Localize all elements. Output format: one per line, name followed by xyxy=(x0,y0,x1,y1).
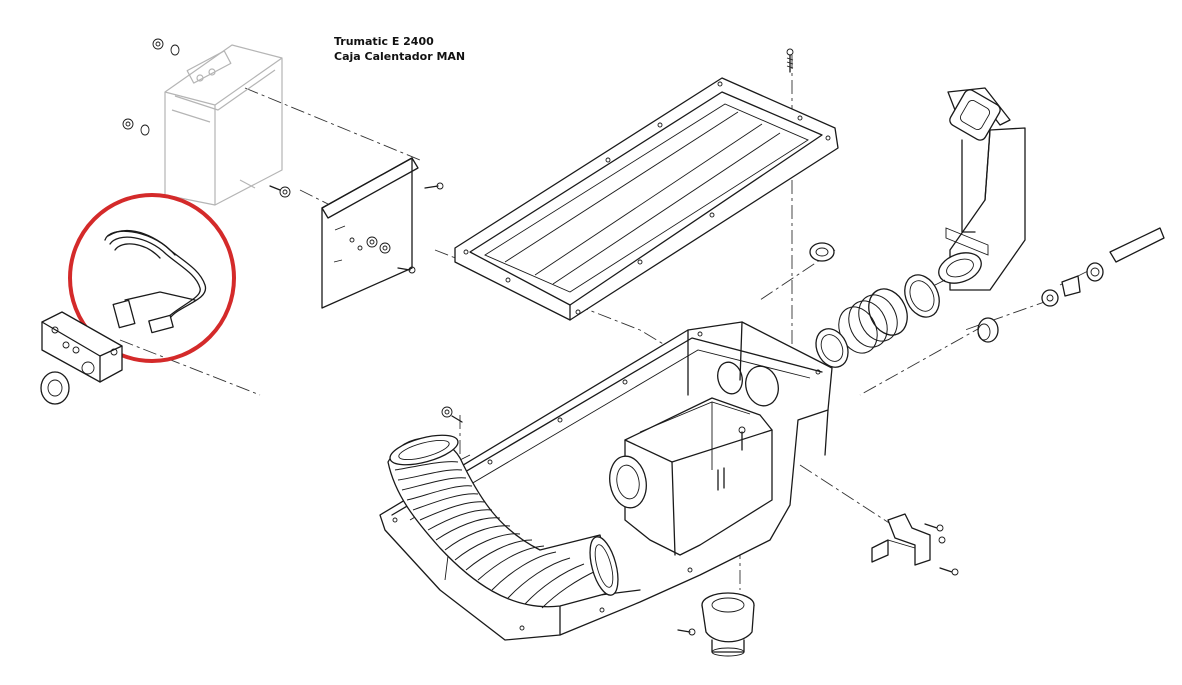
heater-box-nuts xyxy=(122,38,180,136)
control-panel xyxy=(40,311,123,405)
corrugated-adapter xyxy=(838,288,908,354)
lid-screw xyxy=(786,48,794,73)
hose-clamp-upper xyxy=(904,274,946,318)
grommet xyxy=(809,242,835,262)
pipe-fittings xyxy=(977,227,1165,343)
diagram-title: Trumatic E 2400 Caja Calentador MAN xyxy=(334,34,465,64)
flexible-air-hose xyxy=(387,434,619,609)
title-line-model: Trumatic E 2400 xyxy=(334,35,434,48)
title-line-part: Caja Calentador MAN xyxy=(334,50,466,63)
hose-clamp-lower xyxy=(815,328,849,368)
drain-fitting xyxy=(677,592,755,657)
highlighted-cable-harness xyxy=(68,193,236,363)
heater-box-ghost xyxy=(164,44,283,206)
heater-lid xyxy=(454,77,839,321)
mounting-plate xyxy=(269,157,444,309)
mounting-bracket xyxy=(871,513,959,576)
tray-screws xyxy=(441,406,746,451)
exhaust-elbow xyxy=(938,87,1026,291)
